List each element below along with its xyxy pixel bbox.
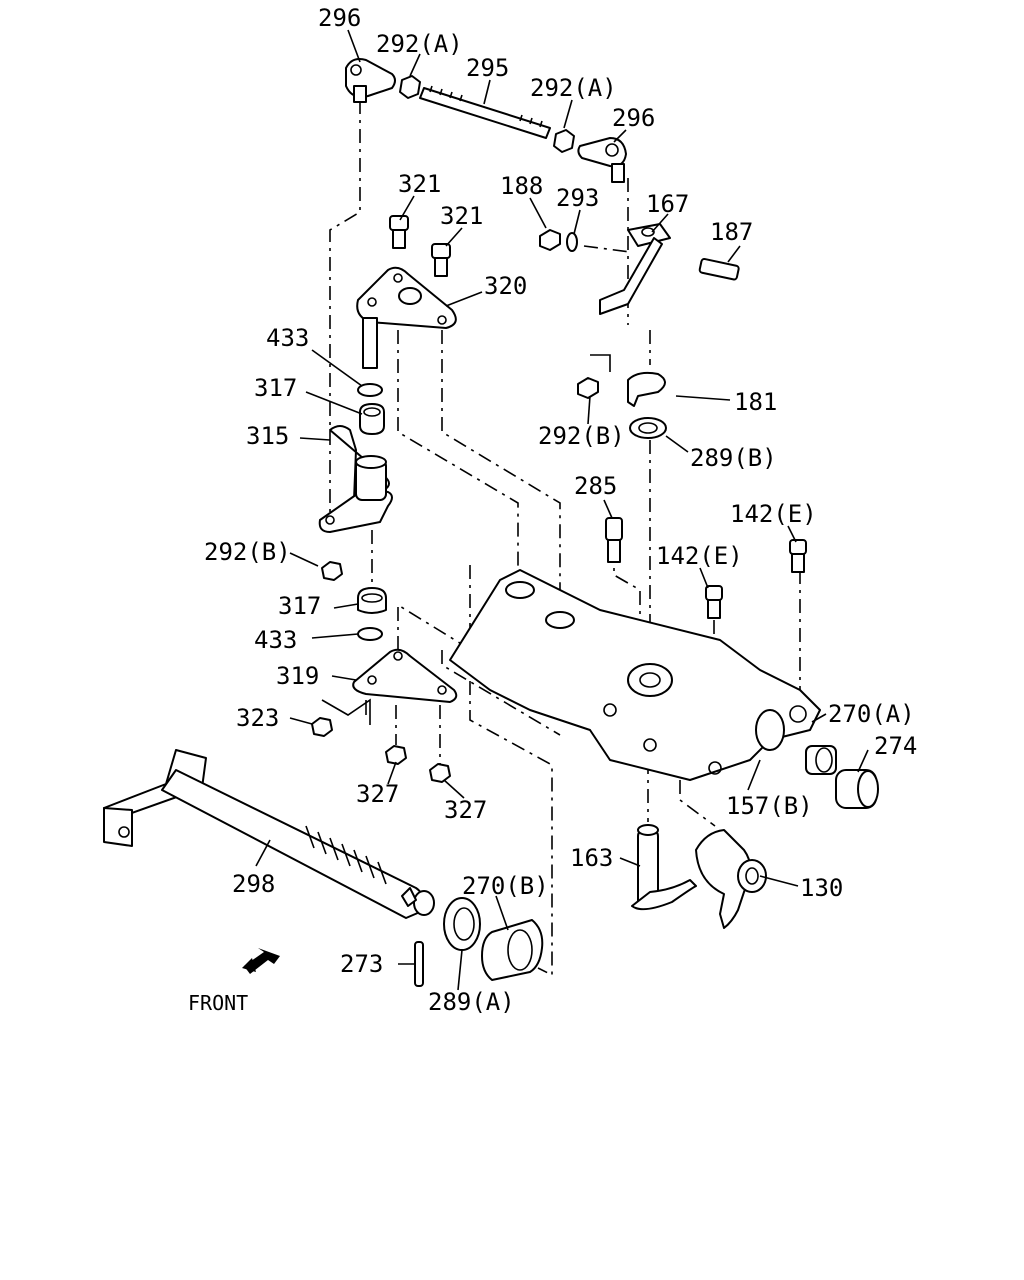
pin-273	[414, 941, 424, 987]
callout-321: 321	[398, 170, 441, 198]
nut-327-b	[429, 763, 451, 783]
lever-plate-319	[352, 648, 458, 703]
callout-163: 163	[570, 844, 613, 872]
callout-285: 285	[574, 472, 617, 500]
callout-327: 327	[356, 780, 399, 808]
callout-323: 323	[236, 704, 279, 732]
front-label: FRONT	[188, 991, 248, 1015]
callout-293: 293	[556, 184, 599, 212]
callout-321: 321	[440, 202, 483, 230]
callout-270b: 270(B)	[462, 872, 549, 900]
bolt-142e-b	[789, 539, 807, 573]
washer-181	[627, 371, 666, 407]
seal-289b	[629, 417, 667, 439]
seal-289a	[443, 897, 481, 951]
bolt-142e-a	[705, 585, 723, 619]
bolt-285	[605, 517, 623, 563]
washer-293	[566, 232, 578, 252]
callout-317: 317	[254, 374, 297, 402]
callout-320: 320	[484, 272, 527, 300]
ball-joint-296-left	[345, 58, 396, 103]
callout-433: 433	[254, 626, 297, 654]
callout-298: 298	[232, 870, 275, 898]
nut-292a-left	[399, 75, 421, 99]
pin-187	[698, 257, 740, 281]
callout-274: 274	[874, 732, 917, 760]
callout-270a: 270(A)	[828, 700, 915, 728]
callout-289b: 289(B)	[690, 444, 777, 472]
lever-plate-320	[356, 266, 457, 369]
bushing-317-lower	[357, 587, 387, 614]
callout-130: 130	[800, 874, 843, 902]
shift-lever-130	[695, 829, 767, 929]
callout-142e: 142(E)	[730, 500, 817, 528]
lever-315	[318, 425, 393, 533]
pin-163	[631, 824, 697, 911]
nut-292a-right	[553, 129, 575, 153]
ball-joint-296-right	[577, 137, 627, 183]
shaft-298	[103, 749, 435, 919]
housing-157b	[449, 569, 821, 781]
bolt-321-a	[389, 215, 409, 249]
callout-188: 188	[500, 172, 543, 200]
bracket-167	[599, 223, 671, 315]
o-ring-433-upper	[357, 383, 383, 397]
o-ring-433-lower	[357, 627, 383, 641]
callout-315: 315	[246, 422, 289, 450]
bearing-270b	[481, 919, 544, 981]
callout-296: 296	[318, 4, 361, 32]
nut-292b-lower	[321, 561, 343, 581]
callout-292a: 292(A)	[376, 30, 463, 58]
nut-188	[539, 229, 561, 251]
callout-295: 295	[466, 54, 509, 82]
callout-157b: 157(B)	[726, 792, 813, 820]
front-arrow-icon	[242, 948, 280, 974]
nut-323	[311, 717, 333, 737]
callout-187: 187	[710, 218, 753, 246]
nut-292b-upper	[577, 377, 599, 399]
bolt-321-b	[431, 243, 451, 277]
callout-167: 167	[646, 190, 689, 218]
callout-142e: 142(E)	[656, 542, 743, 570]
callout-292b: 292(B)	[538, 422, 625, 450]
nut-327-a	[385, 745, 407, 765]
callout-labels: 296 292(A) 295 292(A) 296 321 321 320 18…	[204, 4, 917, 1016]
cap-274	[835, 769, 879, 809]
callout-433: 433	[266, 324, 309, 352]
threaded-rod-295	[419, 85, 551, 139]
callout-292a: 292(A)	[530, 74, 617, 102]
callout-319: 319	[276, 662, 319, 690]
bearing-270a	[805, 745, 837, 775]
callout-327: 327	[444, 796, 487, 824]
callout-296: 296	[612, 104, 655, 132]
callout-317: 317	[278, 592, 321, 620]
callout-181: 181	[734, 388, 777, 416]
callout-273: 273	[340, 950, 383, 978]
callout-292b: 292(B)	[204, 538, 291, 566]
bushing-317-upper	[359, 403, 385, 435]
callout-289a: 289(A)	[428, 988, 515, 1016]
leader-lines	[255, 29, 869, 991]
